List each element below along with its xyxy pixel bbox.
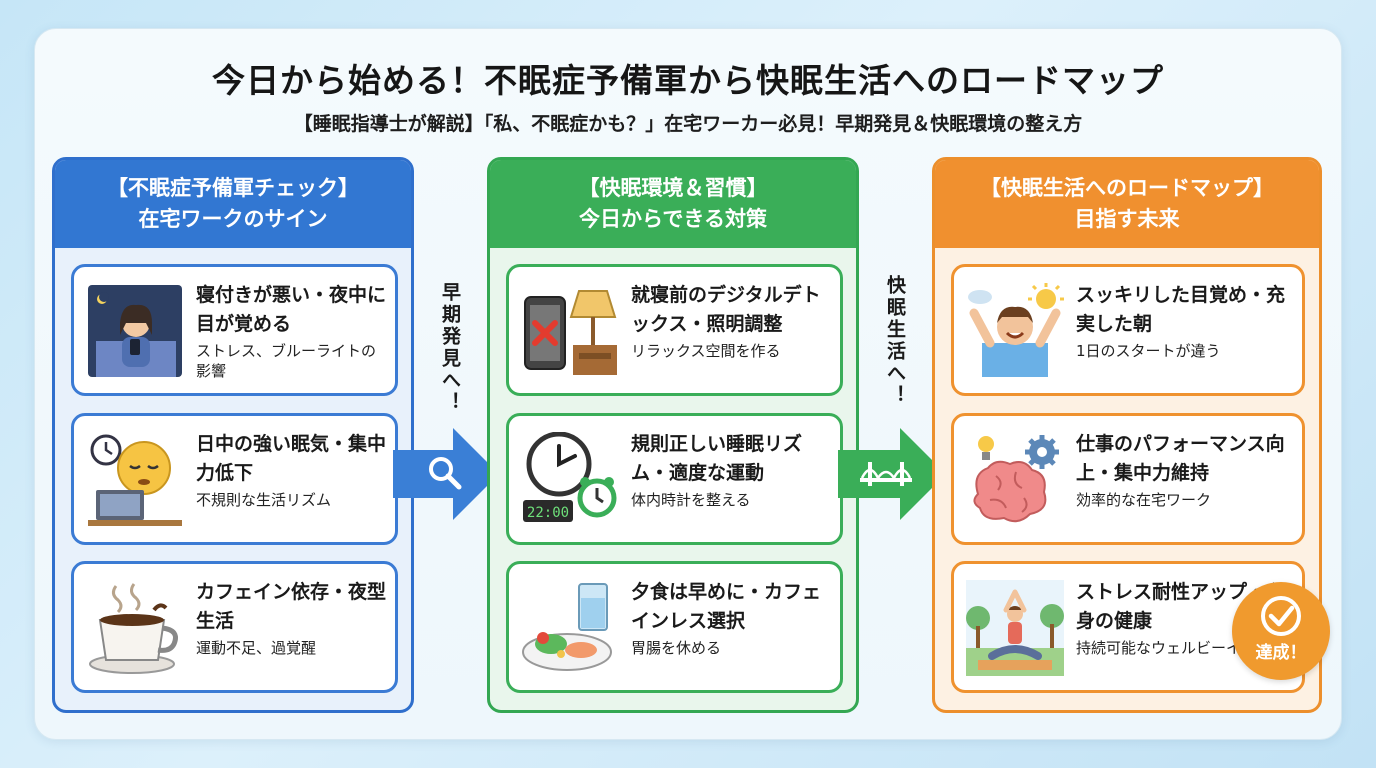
check-circle-icon [1261,596,1301,636]
page-title: 今日から始める！不眠症予備軍から快眠生活へのロードマップ [212,61,1164,100]
coffee-cup-icon [89,583,178,674]
page-subtitle: 【睡眠指導士が解説】「私、不眠症かも？」在宅ワーカー必見！早期発見＆快眠環境の整… [293,113,1083,135]
sign-title: カフェイン依存・夜型生活 [196,581,387,632]
column-header: 【不眠症予備軍チェック】 在宅ワークのサイン [55,160,411,248]
clock-alarm-icon: 22:00 [523,432,617,522]
column-header-line1: 【快眠生活へのロードマップ】 [980,175,1274,200]
goal-detail: 1日のスタートが違う [1076,342,1221,360]
sign-card-sleep-onset: 寝付きが悪い・夜中に目が覚める ストレス、ブルーライトの影響 [71,264,398,396]
column-header-line1: 【不眠症予備軍チェック】 [107,175,359,200]
habit-detail: 胃腸を休める [631,639,722,657]
column-header: 【快眠環境＆習慣】 今日からできる対策 [490,160,856,248]
goal-card-wellbeing: ストレス耐性アップ・心身の健康 持続可能なウェルビーイング [951,561,1305,693]
habit-title: 就寝前のデジタルデトックス・照明調整 [631,284,821,335]
svg-text:22:00: 22:00 [527,505,569,521]
sign-card-caffeine: カフェイン依存・夜型生活 運動不足、過覚醒 [71,561,398,693]
habit-title: 規則正しい睡眠リズム・適度な運動 [631,433,803,484]
sign-detail: 運動不足、過覚醒 [196,639,317,657]
meal-plate-icon [522,583,612,671]
habit-detail: 体内時計を整える [631,491,751,509]
goal-detail: 持続可能なウェルビーイング [1076,639,1272,657]
bridge-icon [860,462,912,486]
goal-title: ストレス耐性アップ・心身の健康 [1076,581,1286,632]
sign-title: 日中の強い眠気・集中力低下 [196,433,387,484]
habit-title: 夕食は早めに・カフェインレス選択 [631,581,822,632]
column-header-line2: 今日からできる対策 [579,207,767,231]
yoga-icon [966,580,1064,676]
magnifier-icon [429,457,462,490]
sign-detail: ストレス、ブルーライトの影響 [196,342,377,380]
sign-card-daytime-sleepiness: 日中の強い眠気・集中力低下 不規則な生活リズム [71,413,398,545]
goal-card-refreshing-wakeup: スッキリした目覚め・充実した朝 1日のスタートが違う [951,264,1305,396]
goal-card-performance: 仕事のパフォーマンス向上・集中力維持 効率的な在宅ワーク [951,413,1305,545]
column-header-line1: 【快眠環境＆習慣】 [578,175,768,200]
phone-lamp-icon [524,290,617,375]
happy-wakeup-icon [968,283,1064,377]
habit-card-digital-detox: 就寝前のデジタルデトックス・照明調整 リラックス空間を作る [506,264,843,396]
phone-in-bed-icon [88,285,182,377]
column-header-line2: 目指す未来 [1074,207,1180,231]
habit-card-early-dinner: 夕食は早めに・カフェインレス選択 胃腸を休める [506,561,843,693]
achievement-badge-label: 達成！ [1255,643,1307,663]
column-sleep-habits: 【快眠環境＆習慣】 今日からできる対策 就寝前のデジタルデトックス・照明調整 リ… [487,157,859,713]
column-header: 【快眠生活へのロードマップ】 目指す未来 [935,160,1319,248]
goal-detail: 効率的な在宅ワーク [1076,491,1212,509]
column-header-line2: 在宅ワークのサイン [138,207,328,231]
column-insomnia-check: 【不眠症予備軍チェック】 在宅ワークのサイン 寝付きが悪い・夜中に目が覚める ス… [52,157,414,713]
early-detection-arrow [393,428,499,520]
habit-detail: リラックス空間を作る [631,342,781,360]
sign-title: 寝付きが悪い・夜中に目が覚める [196,284,387,335]
goal-title: 仕事のパフォーマンス向上・集中力維持 [1076,433,1285,484]
goal-title: スッキリした目覚め・充実した朝 [1076,284,1286,335]
arrow-label-early-detection: 早期発見へ！ [439,282,461,414]
habit-card-sleep-rhythm: 22:00 規則正しい睡眠リズム・適度な運動 体内時計を整える [506,413,843,545]
brain-gear-icon [973,435,1059,523]
sleepy-face-clock-icon [88,434,182,526]
arrow-label-better-sleep: 快眠生活へ！ [884,275,906,407]
sign-detail: 不規則な生活リズム [196,491,332,509]
achievement-badge: 達成！ [1232,582,1330,680]
